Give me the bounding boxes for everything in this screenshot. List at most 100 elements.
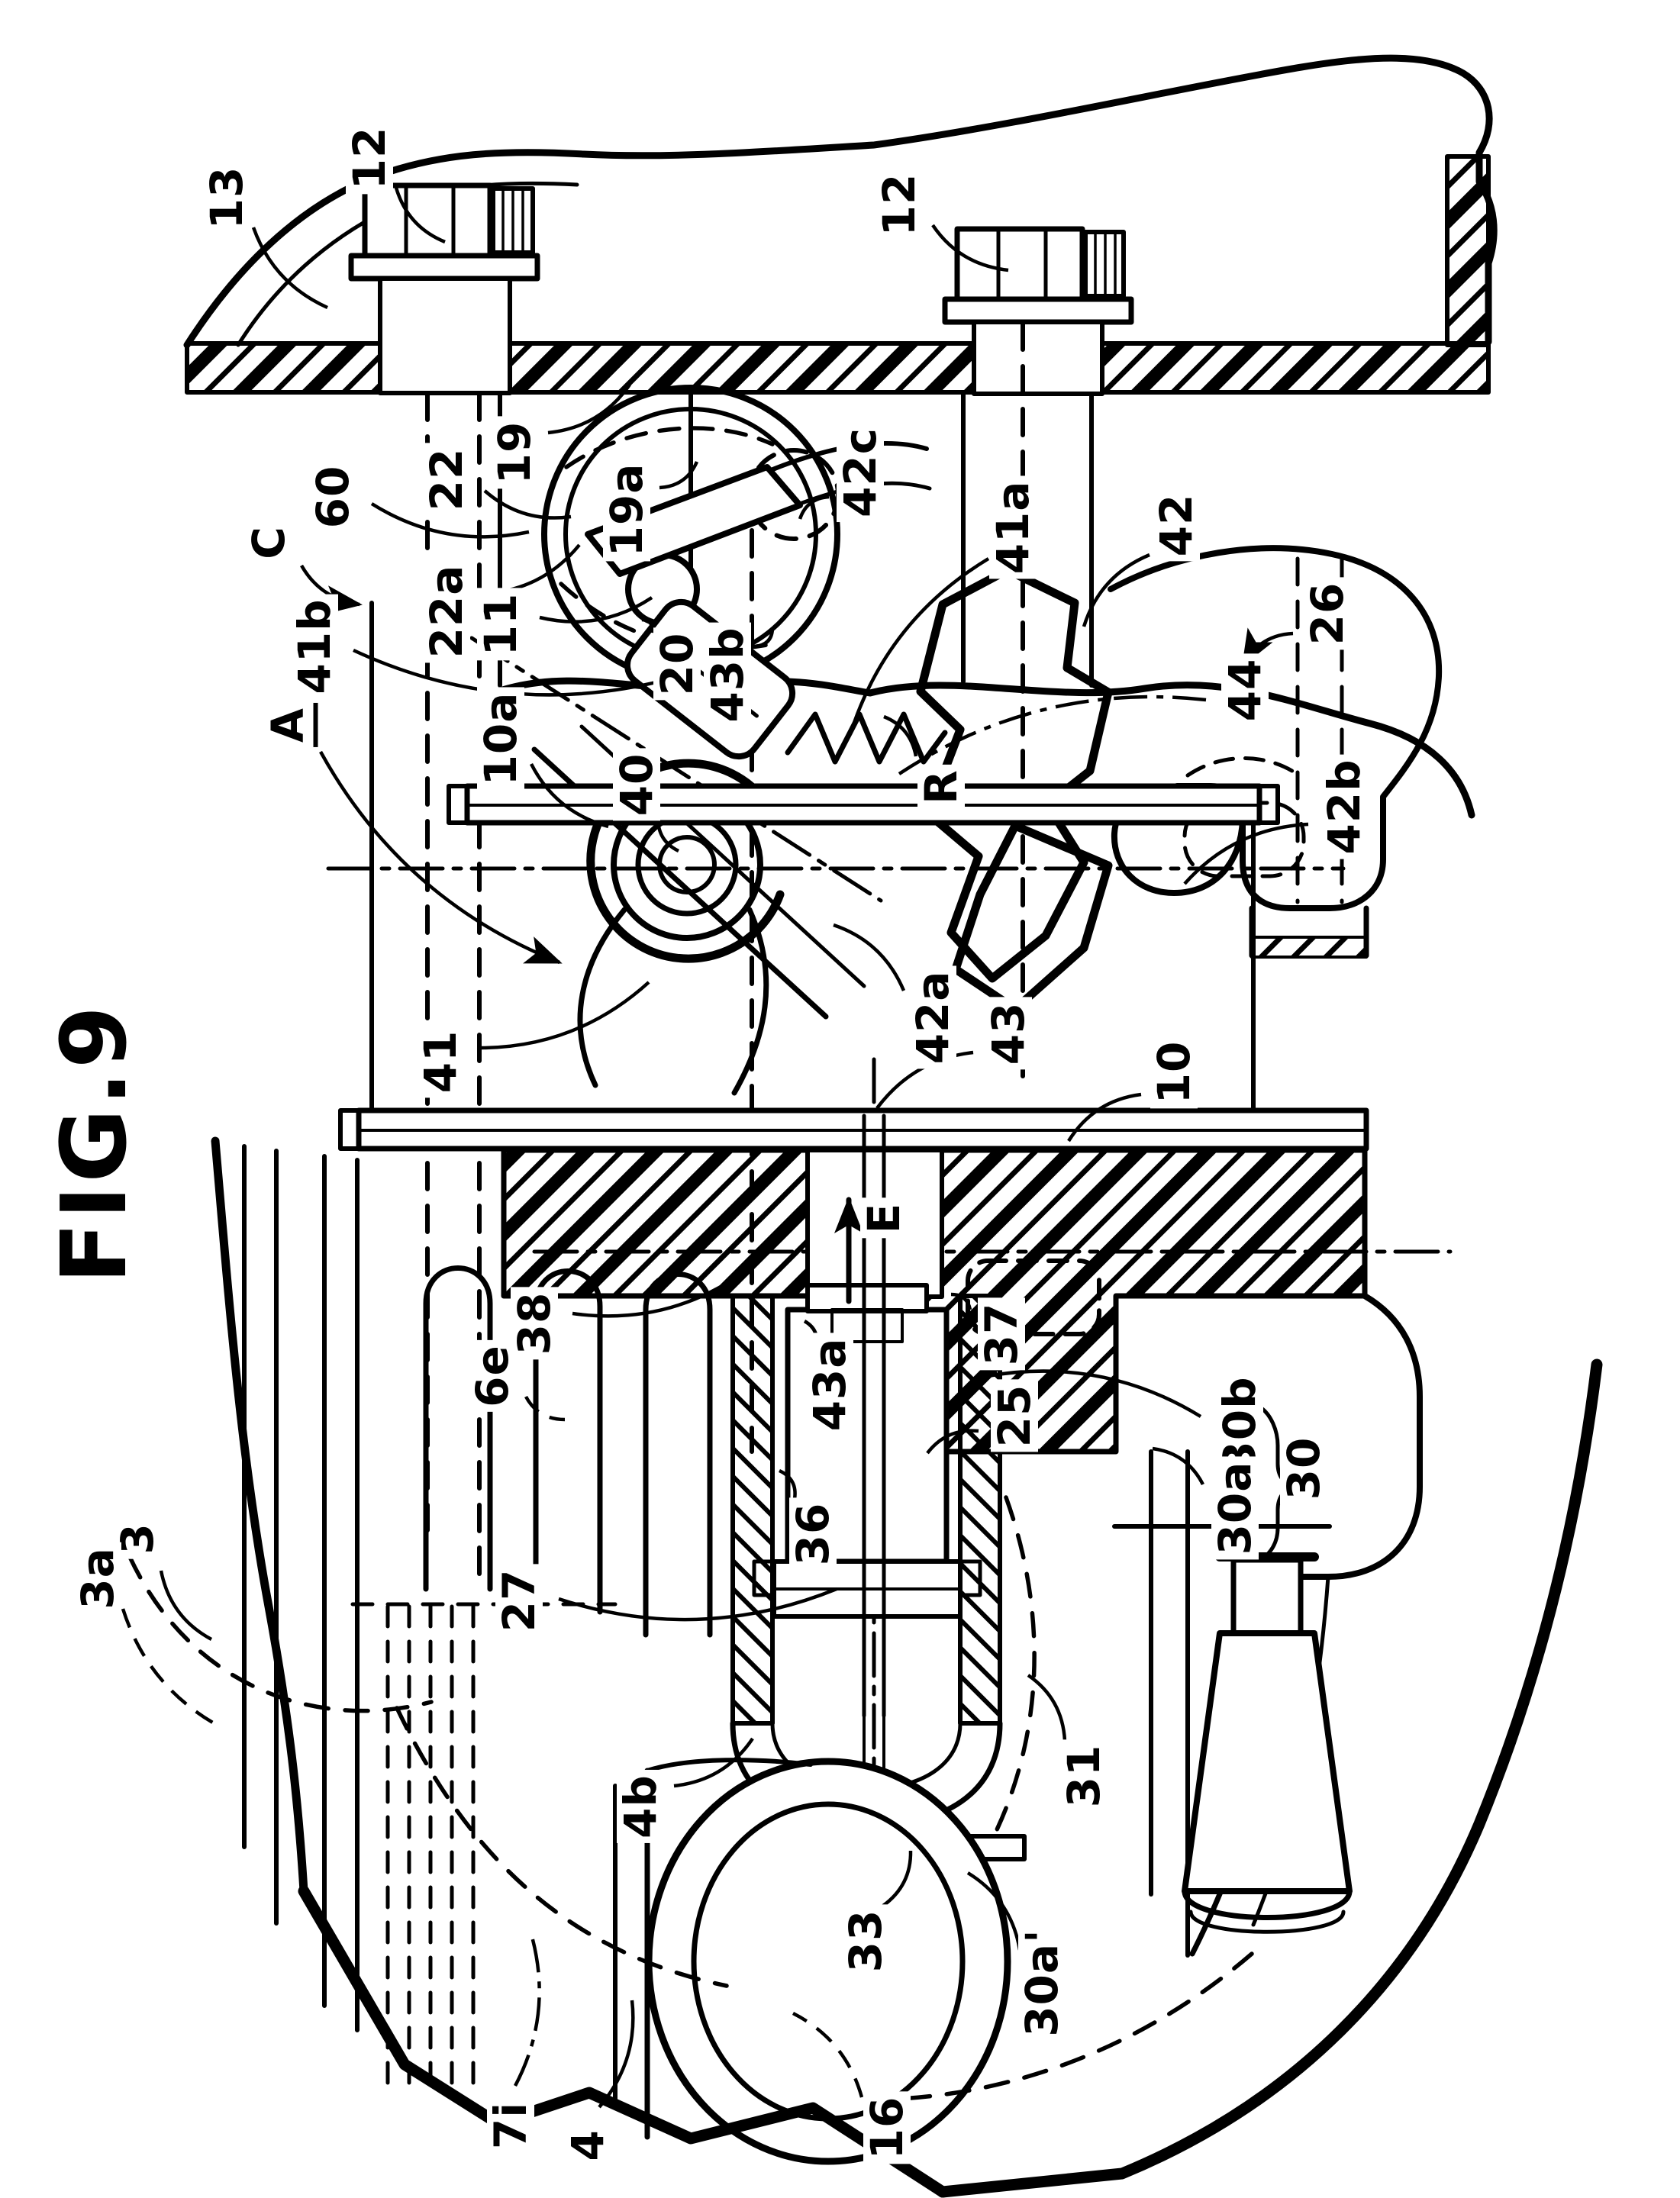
leader-4b-40 xyxy=(673,1737,754,1788)
leader-C-8 xyxy=(300,564,363,614)
leader-40-21 xyxy=(656,817,680,853)
bolt-right xyxy=(942,226,1134,396)
engine-side xyxy=(211,1136,713,2100)
leader-43b-12 xyxy=(754,628,775,649)
ref-label-4b-40: 4b xyxy=(614,1770,666,1844)
dashed-detail-44 xyxy=(1182,801,1306,878)
leader-3-38 xyxy=(159,1570,213,1641)
leader-A-19 xyxy=(319,750,563,965)
ref-label-41b-17: 41b xyxy=(289,594,340,699)
leader-10a-20 xyxy=(529,762,609,829)
ref-label-36-36: 36 xyxy=(787,1497,839,1571)
bracket-plate xyxy=(447,783,1280,826)
leader-60-5 xyxy=(370,502,530,539)
ref-label-E-27: E xyxy=(858,1197,910,1238)
leader-27-37 xyxy=(558,1587,837,1622)
leader-42a-24 xyxy=(833,923,906,991)
leader-4-45 xyxy=(598,2000,635,2109)
ref-label-41-23: 41 xyxy=(414,1025,466,1098)
ref-label-26-15: 26 xyxy=(1301,577,1353,649)
leader-37-31 xyxy=(950,1292,972,1310)
ref-label-13-0: 13 xyxy=(201,161,253,234)
ref-label-43b-12: 43b xyxy=(701,622,753,727)
ref-label-30ap-42: 30a' xyxy=(1016,1923,1068,2042)
ref-label-30a-35: 30a xyxy=(1209,1456,1261,1560)
leader-10-26 xyxy=(1067,1092,1142,1143)
ref-label-6e-29: 6e xyxy=(466,1340,518,1412)
ref-label-42c-7: 42c xyxy=(834,423,886,523)
ref-label-22a-9: 22a xyxy=(421,559,472,663)
leader-42-14 xyxy=(1082,553,1150,627)
ref-label-C-8: C xyxy=(243,521,295,565)
leader-19-3 xyxy=(547,383,631,435)
leader-43-25 xyxy=(875,1050,974,1110)
ref-label-3a-39: 3a xyxy=(72,1542,124,1614)
ref-label-40-21: 40 xyxy=(611,748,663,821)
ref-label-12-1: 12 xyxy=(343,122,395,195)
ref-label-19a-6: 19a xyxy=(601,458,653,562)
leader-41a-13 xyxy=(848,557,990,735)
ref-label-25-32: 25 xyxy=(988,1379,1040,1452)
ref-label-7i-44: 7i xyxy=(485,2096,537,2154)
leader-30b-33 xyxy=(987,1369,1202,1418)
dashed-box-37 xyxy=(966,1259,1101,1336)
ref-label-41a-13: 41a xyxy=(987,475,1039,579)
pipe-16 xyxy=(613,1758,1011,2165)
ref-label-37-31: 37 xyxy=(975,1297,1027,1371)
figure-title: FIG.9 xyxy=(41,1002,147,1284)
frame-member-outline xyxy=(298,1358,1603,2198)
leader-12-2 xyxy=(931,224,1009,272)
ref-label-31-41: 31 xyxy=(1058,1739,1110,1813)
leader-19a-6 xyxy=(659,461,699,490)
bolt-left xyxy=(348,182,540,395)
ref-label-43a-30: 43a xyxy=(804,1333,856,1436)
leader-11-10 xyxy=(539,596,653,624)
leader-30ap-42 xyxy=(966,1871,1022,1951)
ref-label-60-5: 60 xyxy=(307,460,359,533)
cone-31 xyxy=(1182,1552,1353,1934)
leader-38-28 xyxy=(572,1271,744,1318)
ref-label-42a-24: 42a xyxy=(907,966,959,1069)
leader-13-0 xyxy=(251,227,328,310)
ref-label-R-22: R xyxy=(915,765,967,809)
leader-41-23 xyxy=(476,981,650,1050)
ref-label-16-46: 16 xyxy=(861,2091,913,2164)
leader-25-32 xyxy=(926,1429,979,1455)
leader-30a-35 xyxy=(1152,1446,1205,1486)
leader-42b-18 xyxy=(1183,822,1309,885)
leader-3a-39 xyxy=(121,1608,224,1729)
ref-label-22-4: 22 xyxy=(421,443,472,516)
leader-R-22 xyxy=(883,714,918,757)
leader-7i-44 xyxy=(514,1933,541,2087)
leader-33-43 xyxy=(882,1850,913,1907)
ref-label-33-43: 33 xyxy=(840,1904,892,1977)
ref-label-42-14: 42 xyxy=(1150,488,1202,562)
leader-44-16 xyxy=(898,695,1207,775)
leader-31-41 xyxy=(1027,1674,1067,1742)
ref-label-19-3: 19 xyxy=(489,416,540,489)
hatched-frame-block xyxy=(501,1147,1368,1455)
ref-label-10-26: 10 xyxy=(1148,1036,1200,1109)
leader-20-11 xyxy=(641,617,654,633)
ref-label-43-25: 43 xyxy=(982,997,1034,1069)
ref-label-A-19: A xyxy=(261,703,318,748)
leader-6e-29 xyxy=(524,1395,566,1422)
ref-label-44-16: 44 xyxy=(1219,653,1271,727)
ref-label-4-45: 4 xyxy=(562,2125,614,2166)
leader-12-1 xyxy=(394,187,446,244)
leader-42c-7 xyxy=(798,495,830,520)
ref-label-11-10: 11 xyxy=(475,588,527,661)
ref-label-10a-20: 10a xyxy=(475,687,527,791)
dashed-arcs xyxy=(127,1495,1254,2101)
ref-label-12-2: 12 xyxy=(873,168,925,241)
spring xyxy=(785,711,948,765)
ref-label-20-11: 20 xyxy=(651,627,703,701)
leader-16-46 xyxy=(792,2011,864,2098)
leader-36-36 xyxy=(778,1468,797,1500)
ref-label-27-37: 27 xyxy=(493,1564,545,1636)
ref-label-42b-18: 42b xyxy=(1318,754,1370,859)
leader-22-4 xyxy=(483,489,572,520)
